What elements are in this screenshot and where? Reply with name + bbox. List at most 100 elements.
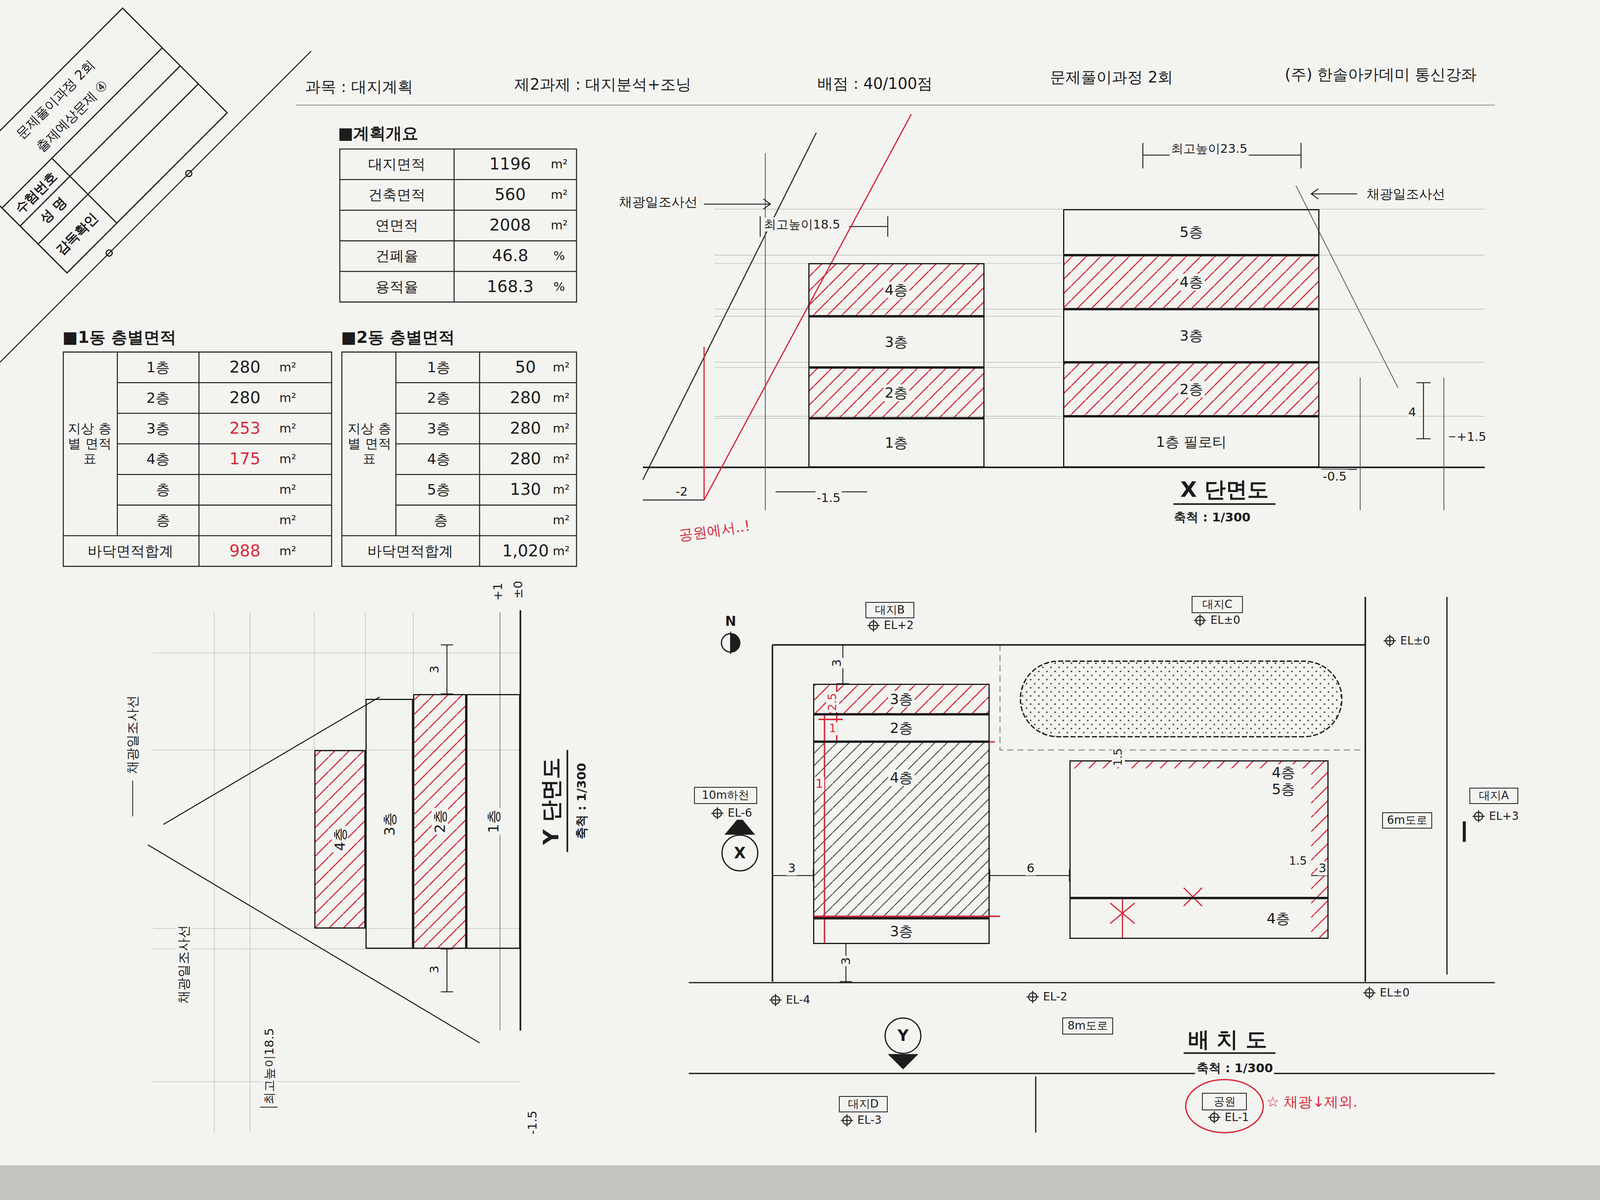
floor-band: 1층 필로티 bbox=[1063, 416, 1320, 468]
table-cell: 988 bbox=[228, 541, 262, 561]
table-cell: 130 bbox=[508, 480, 543, 500]
table-cell: 바닥면적합계 bbox=[366, 542, 455, 560]
table-cell: 46.8 bbox=[490, 246, 530, 266]
red-note: ☆ 채광↓제외. bbox=[1265, 1093, 1359, 1110]
height-limit-note: 최고높이23.5 bbox=[1169, 142, 1249, 156]
table-cell: 4층 bbox=[425, 450, 452, 468]
node-text: 4층 bbox=[1270, 764, 1297, 781]
header-rule bbox=[296, 104, 1495, 106]
drawing-title: X 단면도 bbox=[1178, 477, 1270, 502]
dimension-text: 6 bbox=[1025, 861, 1036, 876]
table-cell: m² bbox=[278, 390, 298, 405]
table-cell: m² bbox=[551, 451, 571, 466]
table-cell: 1196 bbox=[488, 154, 533, 174]
level-mark: EL±0 bbox=[1378, 986, 1411, 1000]
y-section-drawing bbox=[132, 610, 568, 1133]
dimension-text: 3 bbox=[829, 658, 844, 669]
table-cell: 지상 층별 면적표 bbox=[345, 421, 393, 467]
table-cell: m² bbox=[278, 544, 298, 558]
table-cell: 2층 bbox=[425, 389, 452, 406]
table-cell: 1,020 bbox=[500, 541, 550, 561]
node-text: 3층 bbox=[1178, 327, 1205, 344]
drawing-title: Y 단면도 bbox=[538, 756, 564, 847]
site-plan-drawing bbox=[688, 596, 1495, 1133]
section-marker: X bbox=[721, 834, 759, 872]
table-cell: m² bbox=[551, 360, 571, 375]
table-cell: 층 bbox=[154, 512, 172, 529]
site-tag: 대지D bbox=[838, 1096, 888, 1113]
section-marker: Y bbox=[884, 1017, 922, 1055]
node-text: 3층 bbox=[883, 333, 910, 350]
site-tag: 대지A bbox=[1469, 787, 1519, 804]
level-mark: EL±0 bbox=[1398, 634, 1431, 648]
plan-floor-zone: 2층 bbox=[813, 714, 990, 742]
floor-band: 2층 bbox=[1063, 362, 1320, 417]
table-cell: m² bbox=[549, 218, 569, 233]
dimension-text: 3 bbox=[786, 861, 798, 876]
dimension-text: -1.5 bbox=[815, 490, 842, 505]
table-cell: 1층 bbox=[425, 359, 452, 376]
floor-band: 4층 bbox=[314, 750, 366, 929]
node-text: 1층 필로티 bbox=[1154, 433, 1229, 450]
table-cell: m² bbox=[278, 482, 298, 497]
dimension-text: 3 bbox=[427, 964, 442, 975]
table-cell: m² bbox=[278, 451, 298, 466]
table-cell: 280 bbox=[228, 388, 262, 408]
road-tag: 8m도로 bbox=[1062, 1017, 1114, 1035]
node-text: 공원 bbox=[1211, 1095, 1238, 1109]
table-cell: m² bbox=[278, 421, 298, 436]
sheet-header: 제2과제 : 대지분석+조닝 bbox=[513, 75, 693, 94]
sunlight-line-note: 채광일조사선 bbox=[125, 694, 141, 775]
plan-floor-zone: 4층 bbox=[1069, 898, 1329, 939]
sunlight-line-note: 채광일조사선 bbox=[617, 194, 699, 210]
table-cell: 층 bbox=[432, 512, 450, 529]
level-mark: EL-1 bbox=[1223, 1110, 1250, 1124]
table-cell: 2층 bbox=[145, 389, 172, 406]
sheet-header: (주) 한솔아카데미 통신강좌 bbox=[1283, 65, 1479, 84]
drawing-title: 축척 : 1/300 bbox=[1195, 1061, 1275, 1076]
table-cell: 1층 bbox=[145, 359, 172, 376]
level-mark: EL-2 bbox=[1041, 990, 1069, 1004]
floor-band: 3층 bbox=[1063, 309, 1320, 363]
answer-box bbox=[0, 7, 312, 362]
north-mark: N bbox=[723, 613, 738, 629]
dimension-text: -0.5 bbox=[1321, 469, 1348, 484]
table-cell: 바닥면적합계 bbox=[86, 542, 175, 560]
dimension-text: -2 bbox=[674, 484, 689, 499]
table-cell: 280 bbox=[508, 449, 543, 469]
table-cell: 253 bbox=[228, 419, 262, 438]
sunlight-line-note: 채광일조사선 bbox=[1365, 186, 1447, 202]
floor-band: 1층 bbox=[808, 418, 985, 468]
table-cell: 대지면적 bbox=[367, 155, 427, 173]
dimension-text: 3 bbox=[838, 955, 853, 967]
table-cell: % bbox=[551, 249, 566, 264]
dimension-text: 3 bbox=[1317, 861, 1328, 876]
table-cell: m² bbox=[551, 482, 571, 497]
plan-floor-zone: 3층 bbox=[813, 683, 990, 715]
node-text: 2층 bbox=[1178, 380, 1205, 398]
level-mark: EL-4 bbox=[784, 993, 812, 1007]
table-title: ■1동 층별면적 bbox=[61, 328, 178, 347]
table-cell: m² bbox=[549, 187, 569, 202]
table-cell: 5층 bbox=[425, 481, 452, 499]
sheet-header: 문제풀이과정 2회 bbox=[1048, 68, 1175, 87]
table-cell: 175 bbox=[228, 449, 262, 469]
node-text: Y bbox=[896, 1026, 911, 1045]
dimension-text: ±0 bbox=[511, 579, 526, 600]
table-cell: m² bbox=[278, 360, 298, 375]
node-text: 4층 bbox=[883, 281, 910, 299]
road-tag: 6m도로 bbox=[1382, 812, 1433, 829]
node-text: 대지B bbox=[873, 603, 907, 617]
node-text: 5층 bbox=[1178, 223, 1205, 241]
table-cell: 168.3 bbox=[485, 277, 535, 297]
table-cell: m² bbox=[551, 544, 571, 558]
node-text: 3층 bbox=[380, 810, 398, 838]
node-text: 8m도로 bbox=[1065, 1019, 1110, 1033]
floor-band: 3층 bbox=[808, 316, 985, 368]
drawing-title: 축척 : 1/300 bbox=[574, 761, 589, 841]
table-cell: 280 bbox=[508, 419, 543, 438]
table-cell: 4층 bbox=[145, 450, 172, 468]
photo-edge bbox=[0, 1165, 1600, 1200]
